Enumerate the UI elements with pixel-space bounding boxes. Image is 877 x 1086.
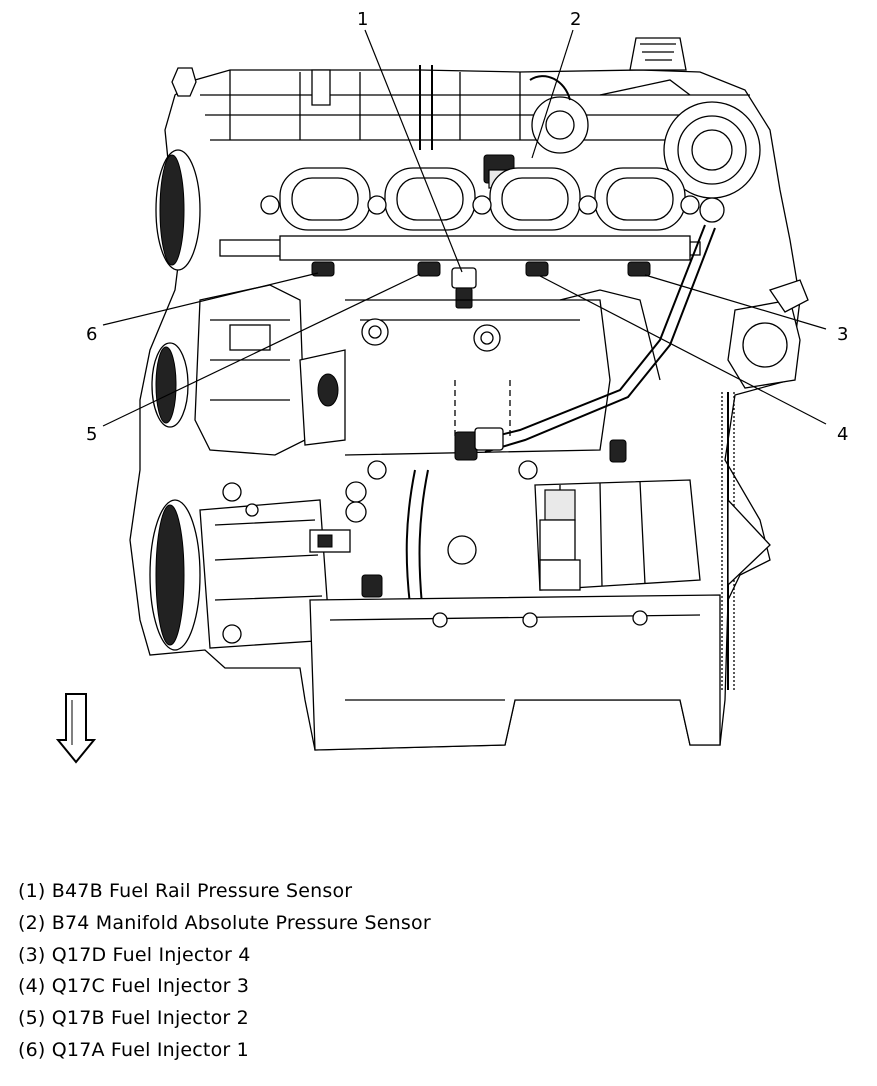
legend-item-1: (1) B47B Fuel Rail Pressure Sensor xyxy=(18,880,353,902)
fuel-injectors xyxy=(311,261,651,277)
engine-illustration xyxy=(129,37,809,751)
legend: (1) B47B Fuel Rail Pressure Sensor (2) B… xyxy=(18,876,431,1067)
flywheel xyxy=(721,392,771,690)
callout-4-label: 4 xyxy=(837,424,848,445)
legend-item-4: (4) Q17C Fuel Injector 3 xyxy=(18,975,250,998)
callout-4-leader xyxy=(539,275,827,425)
callouts: 1 2 3 4 5 6 xyxy=(86,9,848,445)
legend-item-2: (2) B74 Manifold Absolute Pressure Senso… xyxy=(18,911,431,934)
callout-2-label: 2 xyxy=(570,9,581,30)
callout-6-leader xyxy=(102,272,319,326)
legend-item-5: (5) Q17B Fuel Injector 2 xyxy=(18,1007,249,1030)
callout-3-leader xyxy=(644,274,827,330)
fuel-rail xyxy=(219,235,701,261)
pulleys xyxy=(149,149,201,651)
callout-5-label: 5 xyxy=(86,424,97,445)
legend-item-3: (3) Q17D Fuel Injector 4 xyxy=(18,943,251,966)
callout-5-leader xyxy=(102,273,421,427)
callout-2-leader xyxy=(531,29,574,159)
callout-1-leader xyxy=(364,29,463,273)
fuel-rail-pressure-sensor xyxy=(451,267,477,309)
down-arrow-icon xyxy=(55,693,97,764)
callout-6-label: 6 xyxy=(86,324,97,345)
engine-diagram: 1 2 3 4 5 6 xyxy=(55,9,848,764)
legend-item-6: (6) Q17A Fuel Injector 1 xyxy=(18,1038,249,1061)
callout-1-label: 1 xyxy=(357,9,368,30)
intake-ports xyxy=(260,167,700,231)
callout-3-label: 3 xyxy=(837,324,848,345)
